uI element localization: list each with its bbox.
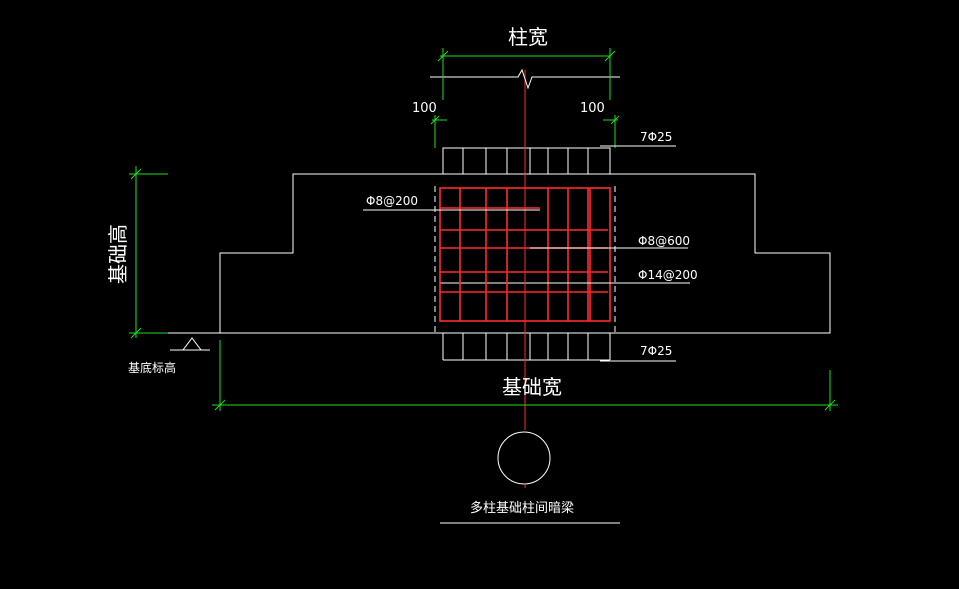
section-marker (440, 431, 620, 524)
foundation-outline (145, 173, 831, 334)
rebar-leaders (363, 145, 690, 362)
base-elevation-label: 基底标高 (128, 360, 176, 375)
section-caption: 多柱基础柱间暗梁 (470, 500, 574, 516)
column-outline (442, 147, 611, 361)
foundation-height-label: 基础高 (106, 224, 130, 284)
cover-left-label: 100 (412, 101, 437, 116)
foundation-width-dimension (212, 340, 838, 411)
cover-dimension-left (430, 115, 447, 148)
stirrup-low-label: Φ14@200 (638, 268, 698, 282)
cover-dimension-right (603, 115, 620, 148)
stirrup-mid-label: Φ8@600 (638, 234, 690, 248)
stirrup-top-label: Φ8@200 (366, 194, 418, 208)
column-width-label: 柱宽 (508, 25, 548, 49)
column-bars-bottom (462, 333, 589, 360)
break-symbol (430, 68, 620, 90)
column-width-dimension (437, 48, 616, 100)
top-rebar-label: 7Φ25 (640, 130, 672, 144)
foundation-height-dimension (129, 166, 168, 339)
column-bars-top (462, 148, 589, 174)
foundation-width-label: 基础宽 (502, 375, 562, 399)
cover-right-label: 100 (580, 101, 605, 116)
elevation-triangle (170, 337, 210, 351)
bottom-rebar-label: 7Φ25 (640, 344, 672, 358)
